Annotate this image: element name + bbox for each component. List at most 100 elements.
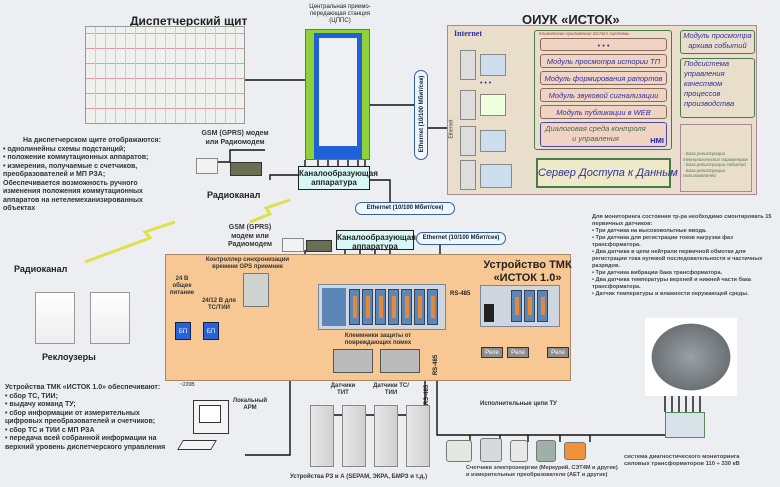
energy-meter — [510, 440, 528, 462]
cpps-label: Центральная приемо-передающая станция (Ц… — [309, 4, 371, 24]
gps-label: Контроллер синхронизации времени GPS при… — [205, 257, 290, 270]
rs485-horizontal-label: RS-485 — [450, 291, 471, 297]
list-item: Два датчика температуры верхней и нижней… — [592, 277, 778, 291]
oiuk-title: ОИУК «ИСТОК» — [522, 12, 620, 27]
energy-meter — [446, 440, 472, 462]
tu-circuits-label: Исполнительные цепи ТУ — [480, 401, 557, 407]
ethernet-pipe-2: Ethernet (10/100 Мбит/сек) — [416, 232, 506, 245]
modem-icon — [282, 238, 304, 252]
list-item: сбор информации от измерительных цифровы… — [5, 410, 173, 427]
oiuk-ethernet-label: Ethernet — [448, 119, 455, 139]
module-more[interactable]: • • • — [540, 38, 667, 51]
tmk-title: Устройство ТМК«ИСТОК 1.0» — [480, 259, 575, 285]
list-item: Два датчика в цепи нейтрали первичной об… — [592, 249, 778, 270]
radio-channel-label-1: Радиоканал — [207, 190, 261, 200]
module-web-publish[interactable]: Модуль публикации в WEB — [540, 105, 667, 119]
radio-link-lightning-2 — [249, 198, 291, 224]
tmk-capabilities: Устройства ТМК «ИСТОК 1.0» обеспечивают:… — [5, 384, 173, 452]
hmi-label: Диалоговая среда контроля и управления — [545, 124, 646, 143]
dispatch-note: Обеспечивается возможность ручного измен… — [3, 179, 143, 213]
list-item: сбор ТС и ТИИ с МП РЗА — [5, 427, 173, 436]
transformer-image — [645, 318, 737, 396]
module-sound-alarm[interactable]: Модуль звуковой сигнализации — [540, 88, 667, 102]
recloser-image — [35, 292, 75, 344]
sensors-ts-label: Датчики ТС/ТИИ — [373, 383, 409, 396]
terminal-block — [333, 349, 373, 373]
keyboard-icon — [177, 440, 217, 450]
terminal-block — [380, 349, 420, 373]
quality-subsystem[interactable]: Подсистема управления качеством процессо… — [680, 58, 755, 118]
mains-220v-label: ~220В — [180, 382, 195, 388]
measuring-transducer — [564, 442, 586, 460]
radio-channel-label-2: Радиоканал — [14, 264, 68, 274]
ethernet-vertical-pipe: Ethernet (10/100 Мбит/сек) — [414, 70, 428, 160]
monitoring-intro: Для мониторинга состояния тр-ра необходи… — [592, 214, 772, 227]
list-item: Три датчика вибрации бака трансформатора… — [592, 270, 778, 277]
client-workstations: • • • — [460, 50, 520, 190]
more-workstations: • • • — [480, 80, 492, 87]
relay-2: Реле — [507, 347, 529, 358]
relay-3: Реле — [547, 347, 569, 358]
gps-controller — [243, 273, 269, 307]
list-item: измерения, получаемые с счетчиков, преоб… — [3, 163, 168, 180]
tmk-capabilities-intro: Устройства ТМК «ИСТОК 1.0» обеспечивают: — [5, 384, 161, 391]
remote-controller-rack — [480, 285, 560, 327]
energy-meter — [480, 438, 502, 462]
rza-cabinet — [374, 405, 398, 467]
gsm-bottom-label: GSM (GPRS) модем или Радиомодем — [227, 224, 273, 248]
tmk-title-line: «ИСТОК 1.0» — [493, 272, 562, 284]
db-item: - База регистрации технологических парам… — [683, 151, 748, 162]
ethernet-vertical-label: Ethernet (10/100 Мбит/сек) — [419, 75, 425, 153]
meters-caption: Счетчики электроэнергии (Меркурий, СЭТ4М… — [466, 465, 618, 478]
reclosers-label: Реклоузеры — [42, 352, 96, 362]
radio-link-lightning — [84, 220, 176, 264]
channel-equipment-2: Каналообразующая аппаратура — [336, 230, 416, 251]
local-arm-label: Локальный АРМ — [232, 398, 268, 411]
modem-icon — [196, 158, 218, 174]
energy-meter — [536, 440, 556, 462]
sensors-tit-label: Датчики ТИТ — [330, 383, 356, 396]
list-item: выдачу команд ТУ; — [5, 401, 173, 410]
radiomodem-icon — [306, 240, 332, 252]
rza-cabinet — [310, 405, 334, 467]
db-item: - База регистрации пользователей — [683, 167, 726, 179]
list-item: Три датчика на высоковольтные ввода. — [592, 228, 778, 235]
list-item: сбор ТС, ТИИ; — [5, 393, 173, 402]
dispatch-board-title: Диспетчерский щит — [130, 14, 248, 28]
terminals-label: Клеммники защиты от повреждающих помех — [344, 333, 412, 346]
gsm-top-label: GSM (GPRS) модем или Радиомодем — [201, 130, 269, 146]
main-controller-rack — [318, 284, 446, 330]
module-event-archive[interactable]: Модуль просмотра архива событий — [680, 30, 755, 54]
module-tp-history[interactable]: Модуль просмотра истории ТП — [540, 54, 667, 68]
rza-cabinet — [342, 405, 366, 467]
rs485-vertical-label-1: RS-485 — [433, 354, 440, 376]
databases: - База регистрации технологических парам… — [680, 124, 752, 192]
list-item: однолинейны схемы подстанций; — [3, 146, 168, 155]
relay-1: Реле — [481, 347, 503, 358]
cpps-cabinet — [305, 29, 370, 160]
db-item: - База регистрации событий — [683, 162, 746, 167]
tmk-title-line: Устройство ТМК — [483, 259, 572, 271]
rza-caption: Устройства РЗ и А (SEPAM, ЭКРА, БМРЗ и т… — [290, 474, 428, 480]
data-access-server[interactable]: Сервер Доступа к Данным — [536, 158, 678, 188]
ethernet-pipe-1: Ethernet (10/100 Мбит/сек) — [355, 202, 455, 215]
hmi-badge: HMI — [650, 136, 664, 145]
rza-cabinet — [406, 405, 430, 467]
power-24-label: 24 В общее питание — [169, 276, 195, 296]
local-workstation-icon — [193, 400, 229, 434]
list-item: Три датчика для регистрации токов нагруз… — [592, 235, 778, 249]
list-item: положение коммутационных аппаратов; — [3, 154, 168, 163]
power-ts-label: 24/12 В для ТС/ТИИ — [202, 298, 236, 311]
channel-equipment-1: Каналообразующая аппаратура — [298, 166, 378, 190]
power-supply-1: БП — [175, 322, 191, 340]
dispatch-features-intro: На диспетчерском щите отображаются: — [23, 137, 161, 144]
rs485-vertical-label-2: RS-485 — [424, 384, 431, 406]
scada-caption: Клиентские приложения SCADA-системы — [539, 31, 630, 36]
radiomodem-icon — [230, 162, 262, 176]
oiuk-panel: Internet Ethernet • • • Клиентские прило… — [447, 25, 757, 195]
module-reports[interactable]: Модуль формирования рапортов — [540, 71, 667, 85]
monitoring-caption: система диагностического мониторинга сил… — [624, 454, 740, 467]
list-item: передача всей собранной информации на ве… — [5, 435, 173, 452]
power-supply-2: БП — [203, 322, 219, 340]
